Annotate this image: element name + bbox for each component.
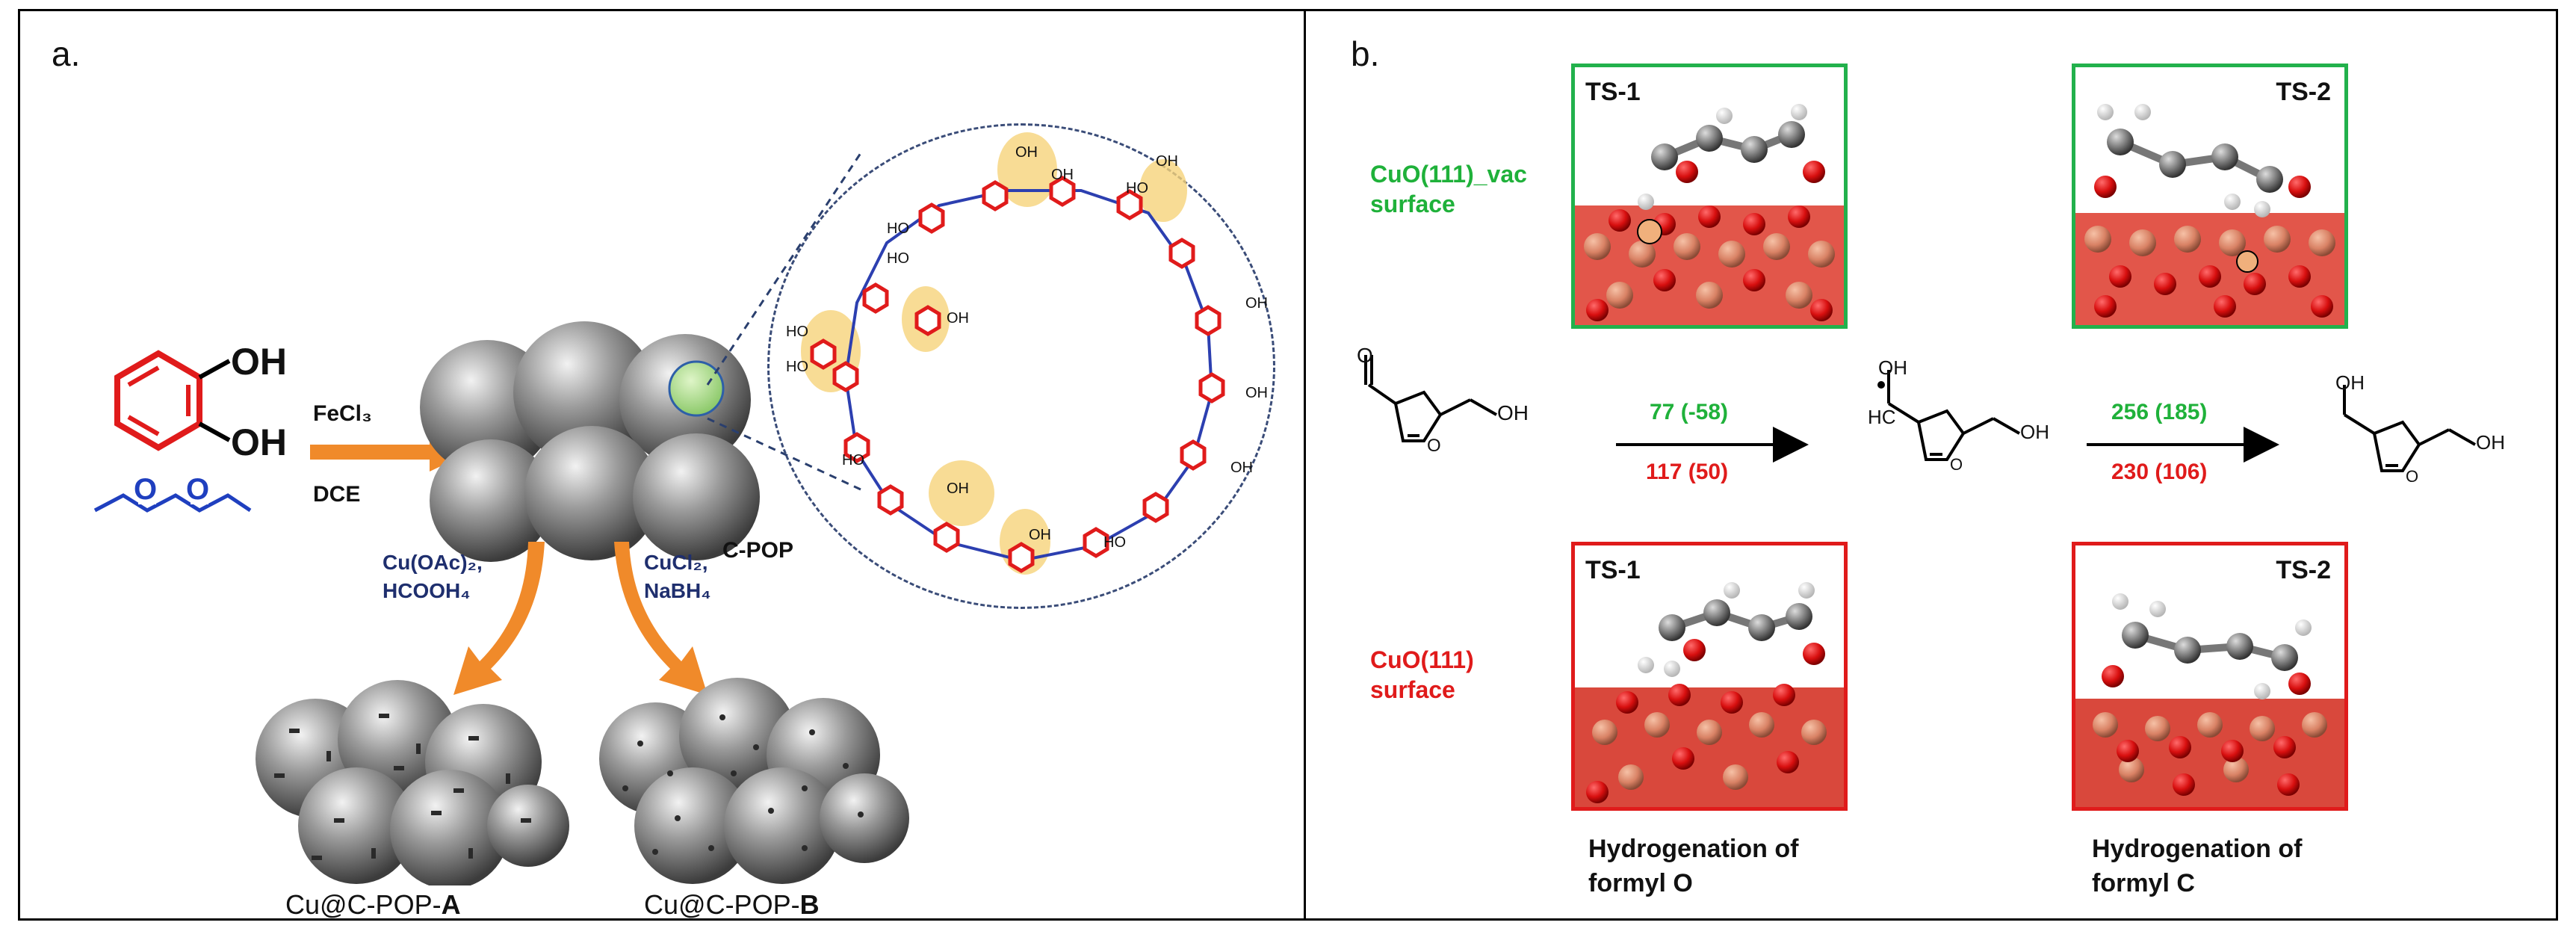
dmm-o-2: O <box>186 473 210 506</box>
ring-oh-3: OH <box>1156 153 1178 170</box>
ring-oh-4: OH <box>947 310 969 327</box>
zoom-circle <box>767 123 1275 609</box>
ring-ho-1: HO <box>1126 180 1148 197</box>
inter-oh-tail: OH <box>2020 421 2049 443</box>
cpop-sphere-cluster <box>420 321 760 562</box>
ts1-title: TS-1 <box>1585 556 1641 584</box>
magnify-spot <box>668 360 725 417</box>
reaction-scheme <box>1364 355 2476 472</box>
reagent-fecl3: FeCl₃ <box>313 401 372 426</box>
product-b-cluster <box>599 678 909 884</box>
route-a-reagent-1: Cu(OAc)₂, <box>383 551 483 574</box>
product-a-label: Cu@C-POP-A <box>285 889 461 920</box>
step2-energy: 230 (106) <box>2111 460 2208 484</box>
panel-a: a. OH OH O O FeCl₃ DCE C-POP <box>18 9 1306 921</box>
route-arrows <box>453 542 708 695</box>
ts2-vac-model <box>2075 104 2344 325</box>
product-a-cluster <box>256 680 569 885</box>
ring-oh-9: OH <box>1029 527 1051 543</box>
caption-2-line1: Hydrogenation of <box>2092 835 2303 863</box>
ts1-vac-model <box>1575 104 1844 325</box>
inter-hc: HC <box>1868 406 1896 428</box>
catechol-oh-bottom: OH <box>231 421 287 463</box>
polymer-ring-structure <box>801 132 1225 575</box>
product-ring-o: O <box>2406 467 2419 486</box>
panel-a-label: a. <box>52 34 81 73</box>
panel-b: b. CuO(111)_vac surface CuO(111) surface… <box>1304 9 2558 921</box>
route-b-reagent-1: CuCl₂, <box>644 551 708 574</box>
ring-ho-2: HO <box>887 220 909 237</box>
caption-1-line1: Hydrogenation of <box>1588 835 1799 863</box>
inter-oh: OH <box>1878 356 1907 379</box>
ring-oh-7: OH <box>947 480 969 497</box>
hmf-aldehyde-o: O <box>1357 344 1373 367</box>
ring-ho-4: HO <box>786 324 808 340</box>
route-b-reagent-2: NaBH₄ <box>644 579 711 602</box>
ring-oh-5: OH <box>1245 295 1268 312</box>
product-oh-2: OH <box>2476 431 2505 454</box>
ring-oh-6: OH <box>1245 385 1268 401</box>
ts2-title: TS-2 <box>2276 556 2331 584</box>
ring-ho-5: HO <box>786 359 808 375</box>
catechol-oh-top: OH <box>231 341 287 383</box>
step1-energy: 117 (50) <box>1646 460 1729 484</box>
ring-oh-2: OH <box>1051 167 1074 183</box>
surface-label-line1: CuO(111) <box>1370 646 1474 673</box>
panel-b-label: b. <box>1351 34 1380 73</box>
cpop-label: C-POP <box>722 538 794 563</box>
ts2-model <box>2075 593 2344 807</box>
hmf-oh: OH <box>1497 401 1529 424</box>
catechol-structure <box>93 350 252 513</box>
ts2-box: TS-2 <box>2072 542 2348 811</box>
hmf-ring-o: O <box>1427 436 1441 456</box>
ring-ho-7: HO <box>1103 534 1126 551</box>
ring-oh-1: OH <box>1015 144 1038 161</box>
product-b-label: Cu@C-POP-B <box>644 889 820 920</box>
surface-vac-label-line1: CuO(111)_vac <box>1370 161 1527 188</box>
ts1-vac-box: TS-1 <box>1571 64 1848 329</box>
dmm-o-1: O <box>134 473 158 506</box>
ts1-model <box>1575 582 1844 807</box>
step1-energy-vac: 77 (-58) <box>1650 400 1729 424</box>
ring-ho-3: HO <box>887 250 909 267</box>
ring-ho-6: HO <box>842 452 864 469</box>
caption-2-line2: formyl C <box>2092 869 2195 897</box>
ts1-vac-title: TS-1 <box>1585 78 1641 106</box>
reagent-dce: DCE <box>313 482 361 507</box>
caption-1-line2: formyl O <box>1588 869 1693 897</box>
surface-vac-label-line2: surface <box>1370 191 1455 217</box>
product-oh-1: OH <box>2335 371 2365 394</box>
ts1-box: TS-1 <box>1571 542 1848 811</box>
route-a-reagent-2: HCOOH₄ <box>383 579 471 602</box>
ts2-vac-title: TS-2 <box>2276 78 2331 106</box>
surface-label-line2: surface <box>1370 676 1455 703</box>
ring-oh-8: OH <box>1230 460 1253 476</box>
ts2-vac-box: TS-2 <box>2072 64 2348 329</box>
inter-ring-o: O <box>1950 455 1963 474</box>
step2-energy-vac: 256 (185) <box>2111 400 2208 424</box>
